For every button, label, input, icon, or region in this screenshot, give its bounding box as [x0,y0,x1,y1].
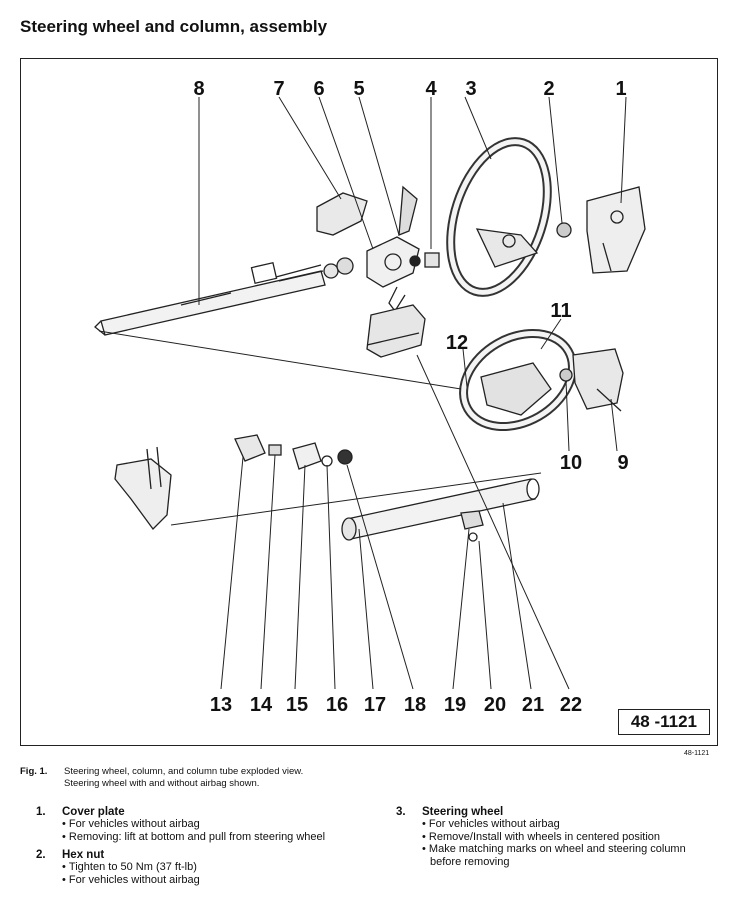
callout-leader-lines [98,96,627,690]
caption-line-2: Steering wheel with and without airbag s… [64,778,260,789]
part-number: 3. [396,806,406,818]
callout-8: 8 [193,78,204,100]
figure-id-box: 48 -1121 [617,709,710,735]
part-title: Hex nut [62,849,105,861]
callout-10: 10 [560,452,582,474]
steering-wheel-no-airbag-drawing [446,137,552,297]
part-number: 1. [36,806,46,818]
page-title: Steering wheel and column, assembly [20,17,328,36]
callout-16: 16 [326,694,348,716]
callout-numbers: 1 2 3 4 5 6 7 8 9 10 11 12 13 14 15 16 1… [193,78,628,716]
steering-shaft-drawing [94,257,354,336]
part-note: Make matching marks on wheel and steerin… [396,843,726,856]
cover-plate-drawing [586,186,646,274]
part-item-2: 2. Hex nut Tighten to 50 Nm (37 ft-lb) Fo… [36,849,366,886]
exploded-view-diagram: 1 2 3 4 5 6 7 8 9 10 11 12 13 14 15 16 1… [20,58,718,746]
parts-list-right: 3. Steering wheel For vehicles without ai… [396,806,726,874]
caption-label: Fig. 1. [20,766,48,777]
part-item-3: 3. Steering wheel For vehicles without ai… [396,806,726,868]
callout-22: 22 [560,694,582,716]
combination-switch-drawing [366,236,440,313]
part-title: Cover plate [62,806,125,818]
callout-12: 12 [446,332,468,354]
column-trim-upper-drawing [316,185,418,236]
figure-caption: Fig. 1. Steering wheel, column, and colum… [20,766,303,790]
column-trim-lower-drawing [366,304,426,358]
caption-line-1: Steering wheel, column, and column tube … [64,766,304,777]
part-note: For vehicles without airbag [396,818,726,831]
part-note: Remove/Install with wheels in centered p… [396,831,726,844]
part-title: Steering wheel [422,806,504,818]
callout-14: 14 [250,694,273,716]
callout-3: 3 [465,78,476,100]
part-item-1: 1. Cover plate For vehicles without airba… [36,806,366,843]
airbag-unit-drawing [572,348,624,412]
column-lower-parts-drawing [234,434,353,470]
part-note-continuation: before removing [430,855,510,868]
part-note: Tighten to 50 Nm (37 ft-lb) [36,861,366,874]
part-note: Removing: lift at bottom and pull from s… [36,831,366,844]
callout-13: 13 [210,694,232,716]
callout-9: 9 [617,452,628,474]
callout-19: 19 [444,694,466,716]
column-tube-drawing [341,478,540,542]
diagram-artwork: 1 2 3 4 5 6 7 8 9 10 11 12 13 14 15 16 1… [94,78,646,716]
steering-wheel-airbag-drawing [459,328,577,432]
callout-17: 17 [364,694,386,716]
callout-21: 21 [522,694,544,716]
mounting-bracket-drawing [114,446,172,530]
callout-2: 2 [543,78,554,100]
callout-11: 11 [550,300,571,322]
callout-15: 15 [286,694,308,716]
figure-small-id: 48-1121 [684,750,710,757]
callout-4: 4 [425,78,437,100]
part-note: For vehicles without airbag [36,818,366,831]
callout-7: 7 [273,78,284,100]
callout-6: 6 [313,78,324,100]
callout-1: 1 [615,78,626,100]
callout-20: 20 [484,694,506,716]
part-note: For vehicles without airbag [36,874,366,887]
parts-list-left: 1. Cover plate For vehicles without airba… [36,806,366,892]
nut-10-drawing [559,368,573,382]
part-number: 2. [36,849,46,861]
callout-5: 5 [353,78,364,100]
hex-nut-drawing [556,222,572,238]
callout-18: 18 [404,694,426,716]
